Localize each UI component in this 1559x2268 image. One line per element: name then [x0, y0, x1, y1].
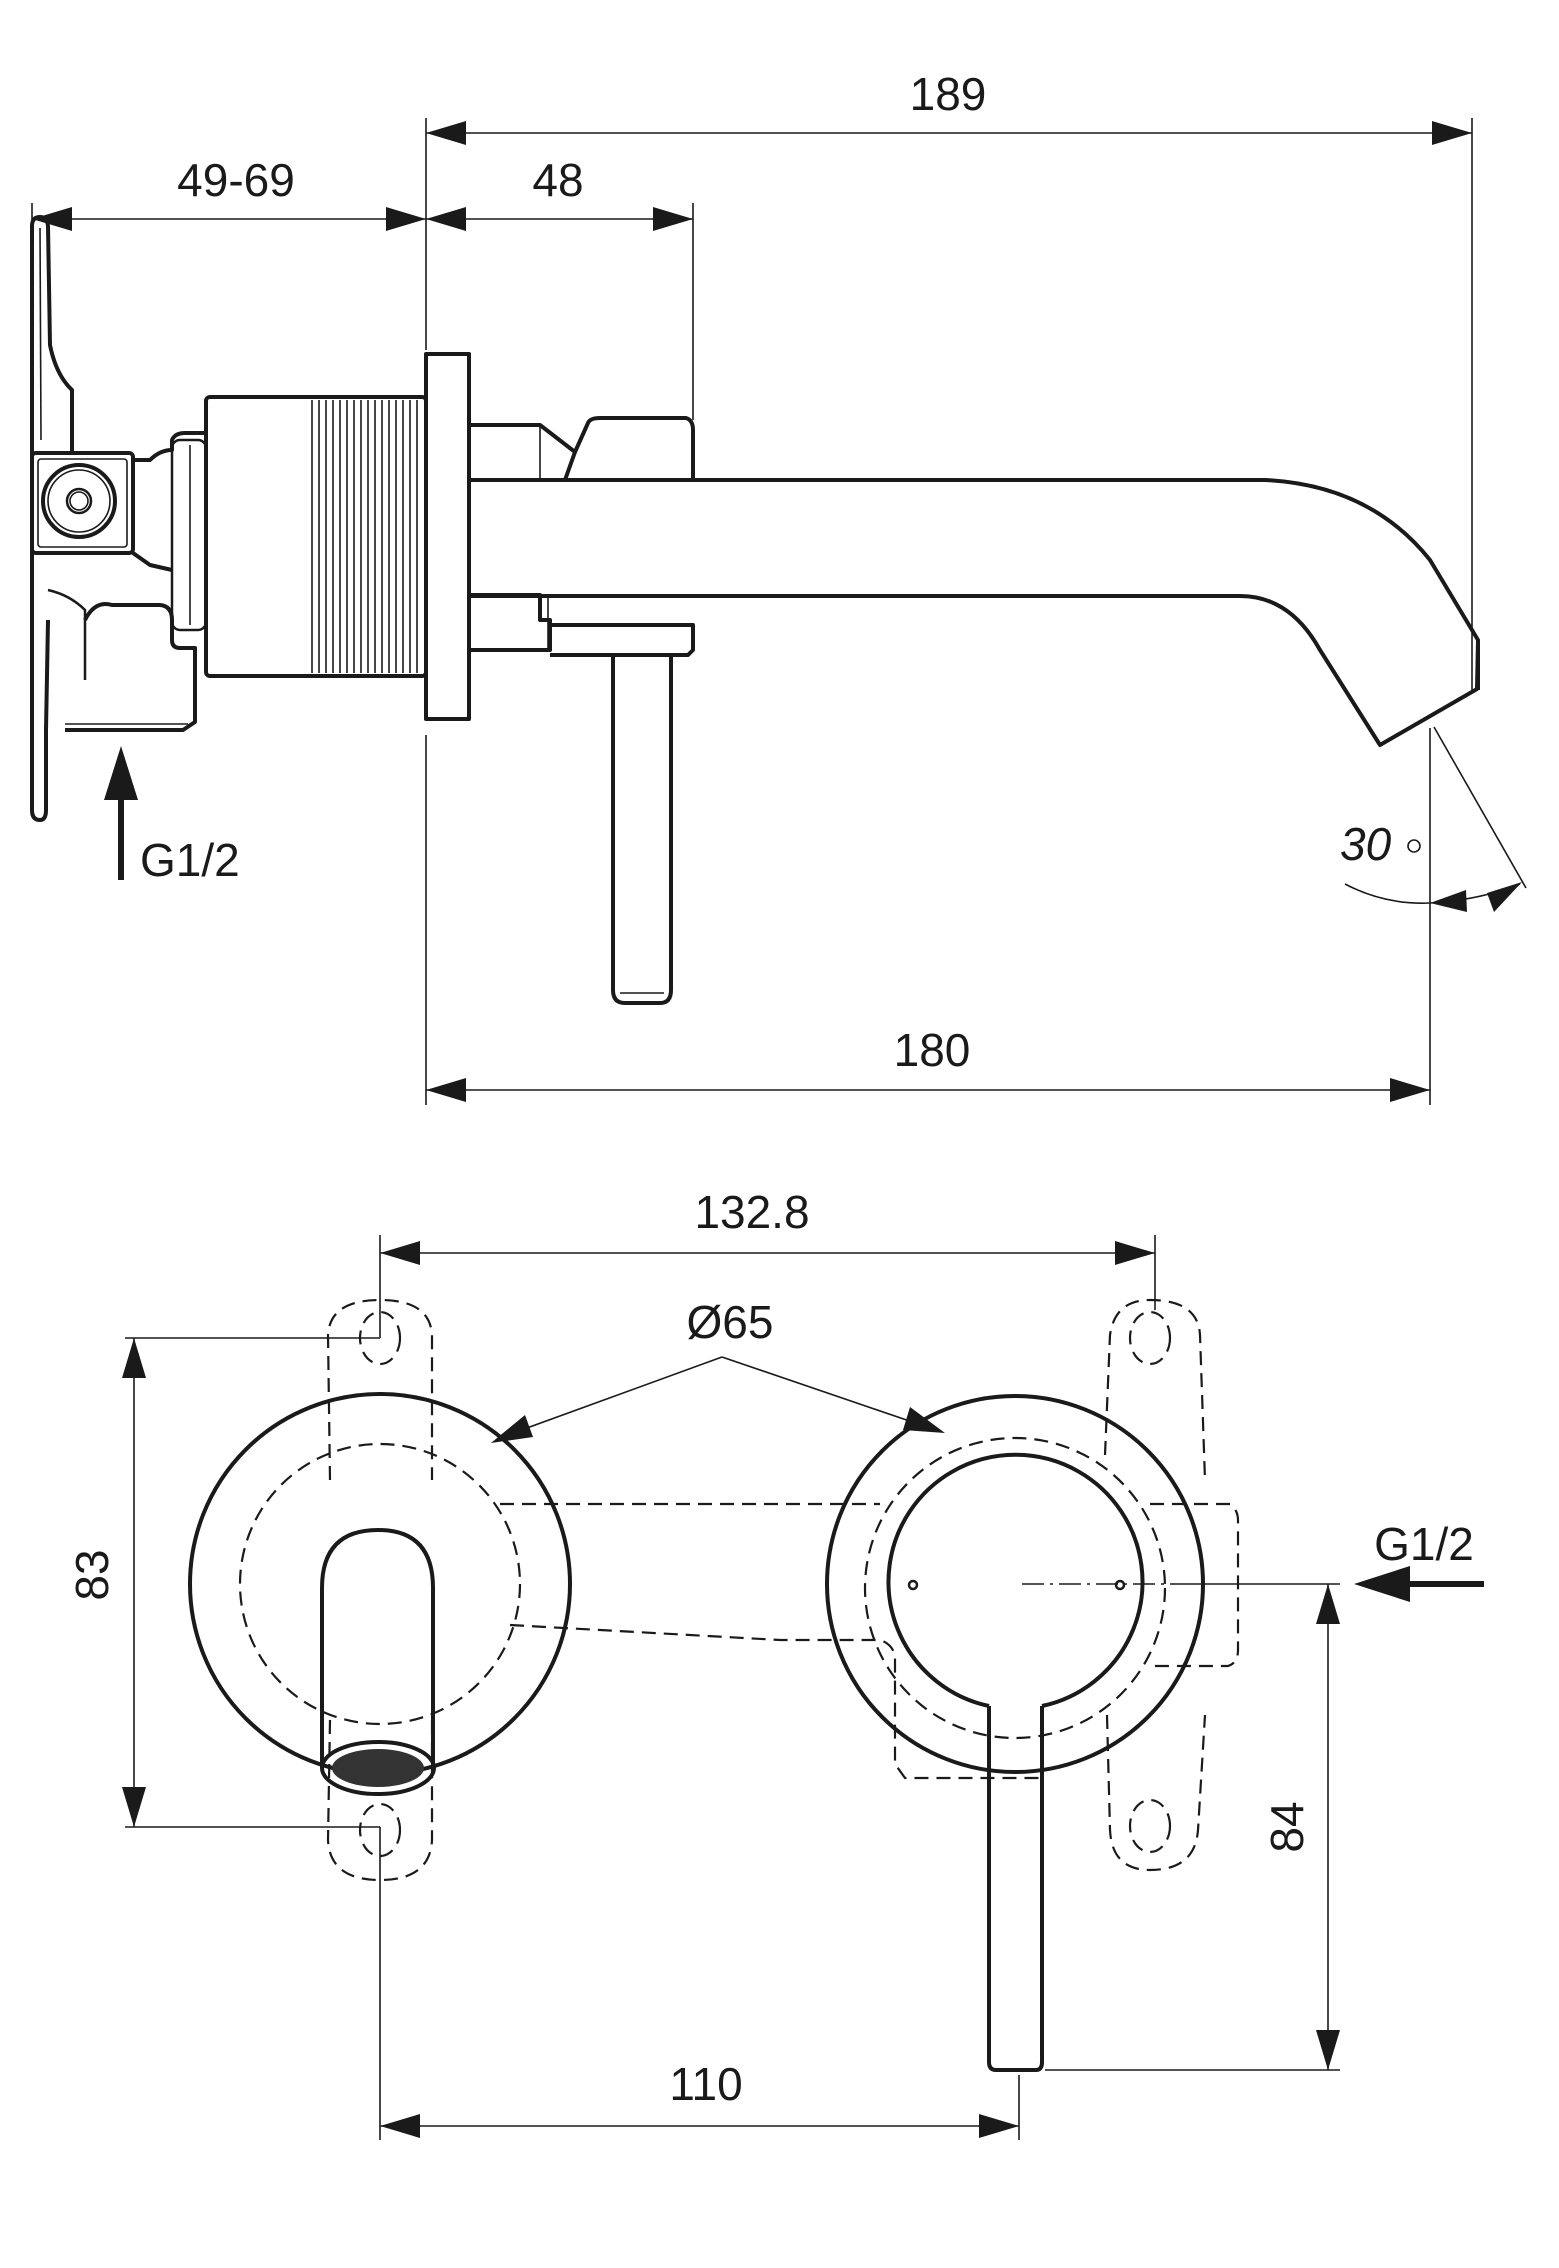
- spout-nozzle: [320, 1740, 436, 1796]
- extension-lines-front: [125, 1235, 1340, 2140]
- dimension-label-49-69: 49-69: [177, 154, 295, 206]
- wall-flange: [424, 352, 471, 721]
- dimension-49-69: [32, 207, 426, 231]
- hidden-valve-body: [500, 1502, 1240, 1780]
- dimension-label-132-8: 132.8: [694, 1186, 809, 1238]
- valve-body: [65, 431, 208, 732]
- front-view: G1/2 132.8 Ø65: [66, 1186, 1484, 2140]
- degree-symbol: [1407, 839, 1421, 853]
- dimension-label-diameter-65: Ø65: [687, 1296, 774, 1348]
- threaded-cylinder: [204, 395, 428, 678]
- dimension-84: [1316, 1584, 1340, 2070]
- dimension-110: [380, 2114, 1019, 2138]
- inlet-arrow-front: [1354, 1566, 1484, 1602]
- thread-lines: [311, 400, 418, 673]
- dimension-189: [426, 121, 1472, 145]
- inlet-connector: [30, 451, 135, 555]
- dimension-132-8: [380, 1241, 1155, 1265]
- spout: [469, 478, 1480, 747]
- dimension-83: [122, 1338, 146, 1827]
- diameter-leader: [491, 1356, 945, 1443]
- rosette-right: [825, 1394, 1340, 1774]
- inlet-arrow-side: [104, 746, 138, 880]
- lever-housing: [469, 416, 695, 657]
- lever-side: [611, 655, 673, 1005]
- dimension-label-189: 189: [910, 68, 987, 120]
- dimension-label-83: 83: [66, 1549, 118, 1600]
- dimension-label-110: 110: [669, 2058, 742, 2110]
- dimension-label-84: 84: [1261, 1801, 1313, 1852]
- dimension-180: [426, 1078, 1430, 1102]
- rosette-left: [188, 1392, 572, 1796]
- angle-label-30: 30: [1340, 818, 1392, 870]
- angle-dimension-30: [1344, 882, 1522, 912]
- dimension-48: [426, 207, 693, 231]
- inlet-label-front: G1/2: [1374, 1518, 1474, 1570]
- side-view: G1/2 189 49-69: [30, 68, 1527, 1105]
- dimension-label-48: 48: [532, 154, 583, 206]
- inlet-label-side: G1/2: [140, 834, 240, 886]
- lever-front: [987, 1706, 1044, 2072]
- mounting-tab-right: [1103, 1298, 1207, 1872]
- dimension-label-180: 180: [894, 1024, 971, 1076]
- extension-lines-side: [31, 118, 1527, 1105]
